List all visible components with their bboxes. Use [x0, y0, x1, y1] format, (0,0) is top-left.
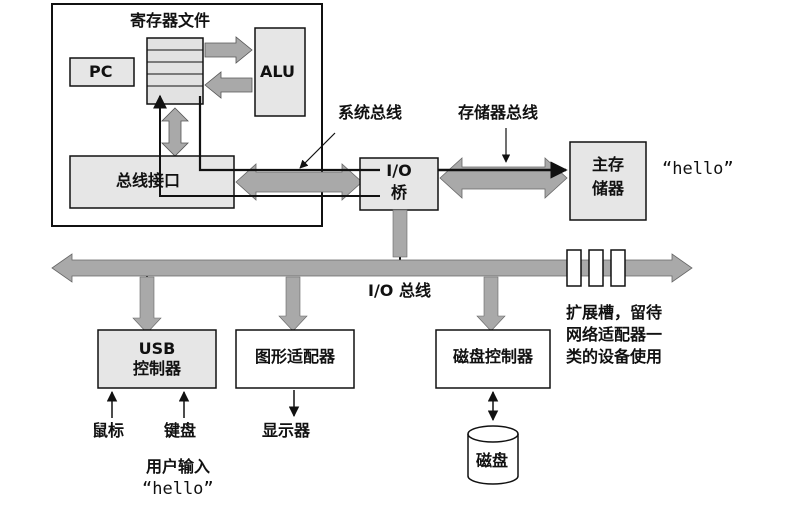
pc-label: PC [89, 62, 113, 81]
io-bridge-box [359, 157, 439, 211]
alu-label: ALU [260, 62, 295, 81]
memory-bus [439, 157, 568, 199]
memory-bus-label: 存储器总线 [458, 103, 539, 122]
io-bus-to-disk-controller-arrow [476, 276, 506, 332]
alu-box [254, 27, 306, 117]
mouse-label: 鼠标 [92, 421, 125, 440]
keyboard-label: 键盘 [164, 421, 197, 440]
expansion-slots-label-line2: 网络适配器一 [566, 325, 663, 344]
bus-interface-box [69, 155, 235, 209]
usb-controller-label-line1: USB [138, 339, 176, 358]
memory-hello-text: “hello” [662, 159, 734, 179]
register-file-label: 寄存器文件 [130, 11, 211, 30]
disk-controller-box [435, 329, 551, 389]
bus-interface-label: 总线接口 [116, 171, 181, 190]
io-bus-to-usb-arrow [132, 276, 162, 334]
expansion-slots [566, 249, 626, 287]
pc-box [69, 57, 135, 87]
register-file [146, 37, 204, 105]
main-memory-label-line1: 主存 [591, 155, 624, 174]
io-bus [51, 253, 693, 283]
hello-data-path [198, 96, 380, 172]
io-bus-to-graphics-arrow [278, 276, 308, 332]
io-bus-label: I/O 总线 [368, 281, 431, 300]
disk-controller-label: 磁盘控制器 [452, 347, 533, 366]
alu-to-regfile-arrow [204, 71, 253, 99]
disk-cylinder [467, 425, 519, 485]
main-memory-box [569, 141, 647, 221]
graphics-adapter-label: 图形适配器 [254, 347, 335, 366]
io-bridge-label-line1: I/O [386, 161, 412, 180]
display-label: 显示器 [262, 421, 311, 440]
io-bridge-label-line2: 桥 [390, 183, 407, 202]
usb-to-bus-path [153, 94, 380, 197]
usb-controller-box [97, 329, 217, 389]
user-input-hello-text: “hello” [142, 479, 214, 499]
usb-controller-label-line2: 控制器 [132, 359, 181, 378]
user-input-label: 用户输入 [146, 457, 211, 476]
system-bus-label: 系统总线 [338, 103, 403, 122]
expansion-slots-label-line1: 扩展槽，留待 [566, 303, 663, 322]
graphics-adapter-box [235, 329, 355, 389]
expansion-slots-label-line3: 类的设备使用 [566, 347, 663, 366]
system-bus-pointer [299, 132, 336, 169]
regfile-to-alu-arrow [204, 36, 253, 64]
main-memory-label-line2: 储器 [591, 179, 624, 198]
bridge-io-connector [392, 209, 408, 258]
disk-label: 磁盘 [476, 451, 509, 470]
